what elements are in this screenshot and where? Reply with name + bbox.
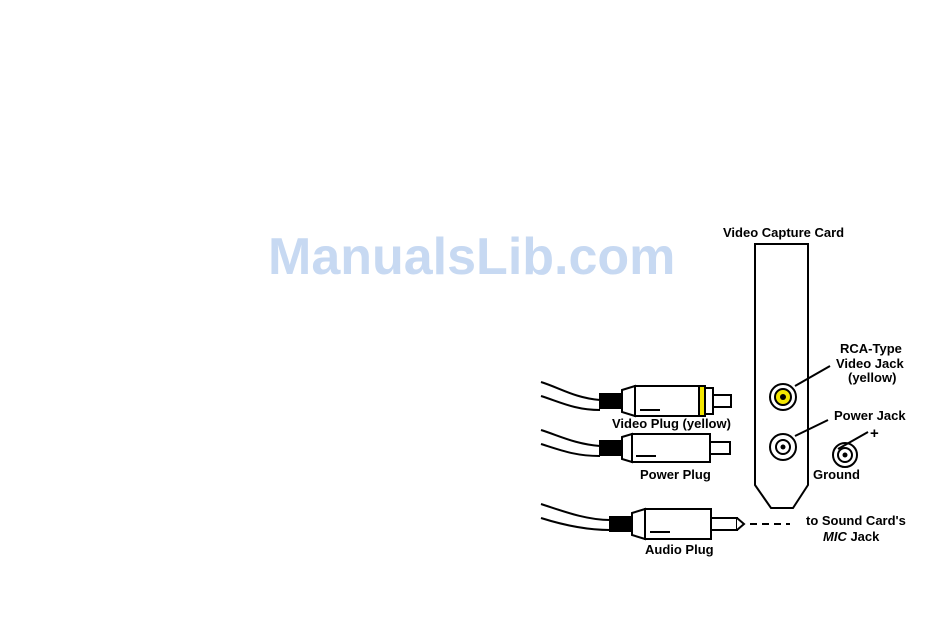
mic-text: MIC [823, 529, 847, 544]
video-plug-label: Video Plug (yellow) [612, 416, 731, 431]
rca-label-line2: Video Jack [836, 356, 904, 371]
audio-plug-label: Audio Plug [645, 542, 714, 557]
jack-text: Jack [847, 529, 880, 544]
rca-label-line1: RCA-Type [840, 341, 902, 356]
video-plug [541, 382, 731, 416]
rca-pointer-line [795, 366, 830, 386]
sound-card-label-line2: MIC Jack [823, 529, 880, 544]
rca-video-jack [770, 384, 796, 410]
capture-card-bracket [755, 244, 808, 508]
plus-symbol: + [870, 425, 879, 442]
audio-plug [541, 504, 744, 539]
power-jack [770, 434, 796, 460]
capture-card-label: Video Capture Card [723, 225, 844, 240]
rca-label-line3: (yellow) [848, 370, 896, 385]
power-jack-detail [833, 432, 868, 467]
watermark-text: ManualsLib.com [268, 228, 675, 286]
ground-label: Ground [813, 467, 860, 482]
sound-card-label-line1: to Sound Card's [806, 513, 906, 528]
power-plug-label: Power Plug [640, 467, 711, 482]
power-jack-pointer-line [795, 420, 828, 436]
power-jack-label: Power Jack [834, 408, 906, 423]
power-plug [541, 430, 730, 462]
